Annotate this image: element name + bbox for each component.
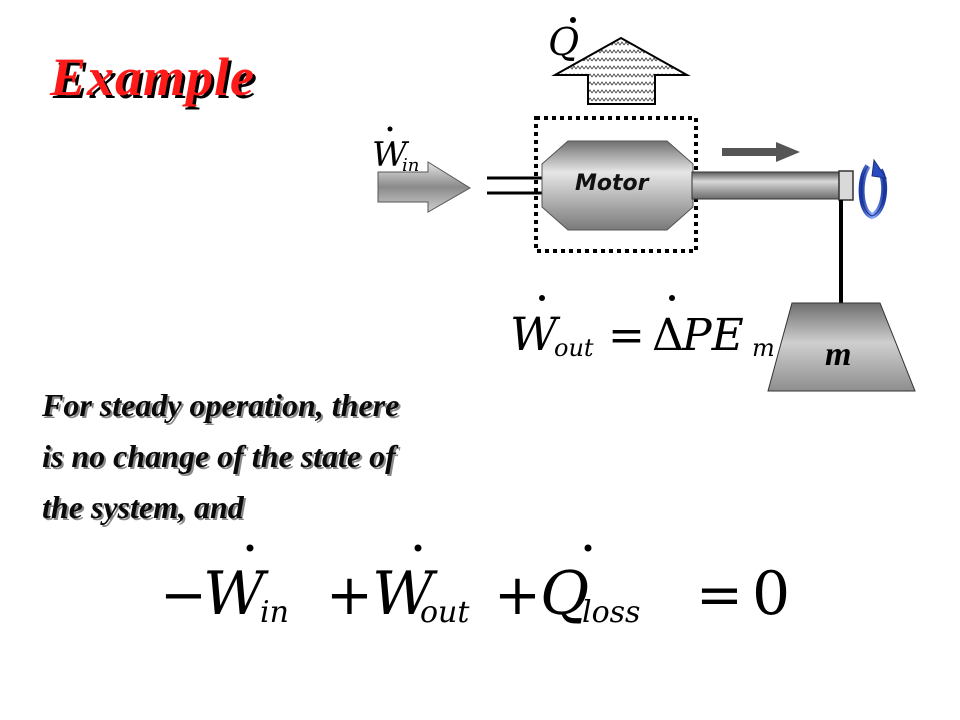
svg-text:=: = [696, 563, 743, 628]
svg-text:in: in [260, 595, 289, 630]
work-out-equation: W out = Δ PE m [510, 295, 775, 362]
svg-text:loss: loss [582, 595, 640, 630]
svg-text:+: + [326, 563, 373, 628]
pulley [838, 170, 854, 201]
svg-text:=: = [608, 310, 645, 361]
heat-symbol: Q [548, 17, 579, 64]
svg-text:0: 0 [752, 559, 790, 629]
svg-text:W: W [203, 559, 269, 629]
heat-up-arrow [551, 36, 691, 105]
output-shaft [691, 171, 841, 200]
input-shaft [487, 176, 548, 195]
rotation-arrow [858, 158, 888, 220]
svg-text:Q: Q [540, 559, 589, 629]
svg-text:m: m [752, 334, 775, 362]
svg-text:−: − [160, 563, 207, 628]
body-text: For steady operation, there is no change… [42, 380, 542, 533]
svg-text:out: out [554, 334, 594, 362]
svg-text:W: W [372, 559, 438, 629]
motor-body: Motor [541, 140, 694, 231]
motor-label: Motor [575, 171, 650, 196]
svg-text:out: out [420, 595, 470, 630]
svg-text:W: W [510, 307, 561, 361]
work-in-symbol: W in [372, 126, 419, 176]
shaft-direction-arrow [722, 142, 800, 162]
svg-text:W: W [372, 135, 410, 175]
body-line-3: the system, and [42, 489, 244, 525]
energy-balance-equation: − W in + W out + Q loss = 0 [160, 544, 790, 630]
svg-text:PE: PE [681, 310, 744, 361]
work-in-arrow [377, 161, 471, 213]
body-line-1: For steady operation, there [42, 387, 400, 423]
svg-text:Δ: Δ [652, 310, 684, 361]
slide-title: Example [50, 47, 255, 107]
body-line-2: is no change of the state of [42, 438, 396, 474]
mass-label: m [825, 336, 851, 373]
mass-block: m [767, 302, 916, 392]
svg-text:in: in [402, 155, 419, 176]
svg-text:Q: Q [548, 20, 579, 64]
svg-text:+: + [494, 563, 541, 628]
